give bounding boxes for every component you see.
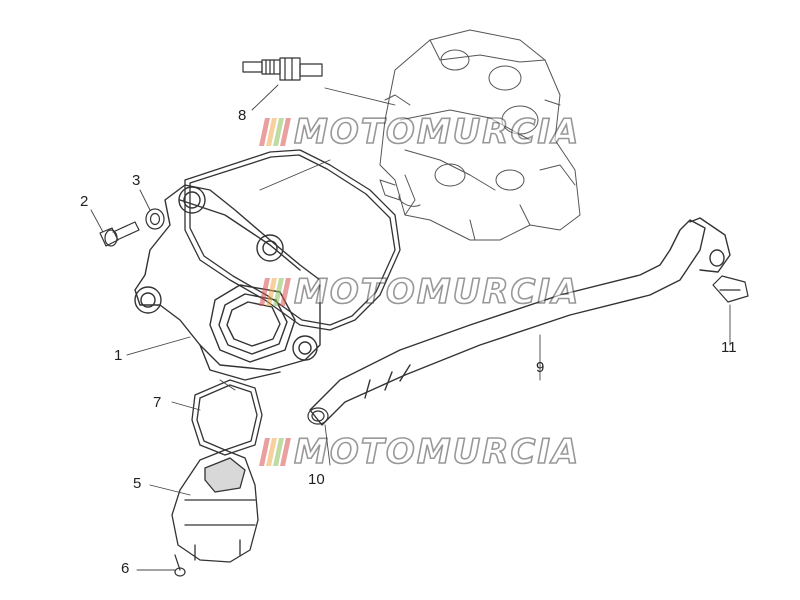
- callout-9: 9: [536, 359, 545, 376]
- valve-cover-gasket: [184, 149, 401, 331]
- callout-8: 8: [238, 107, 247, 124]
- cylinder-head: [379, 29, 581, 241]
- hose-clamp-11: [712, 275, 749, 303]
- watermark: MOTOMURCIA: [259, 431, 581, 473]
- watermark-text: MOTOMURCIA: [293, 431, 581, 473]
- spark-plug: [242, 57, 323, 81]
- valve-cover: [134, 184, 321, 381]
- breather-hose: [309, 217, 731, 426]
- washer: [145, 208, 165, 230]
- callout-1: 1: [114, 347, 123, 364]
- watermark: MOTOMURCIA: [259, 111, 581, 153]
- small-screw: [174, 554, 186, 577]
- callout-7: 7: [153, 394, 162, 411]
- breather-housing: [171, 449, 259, 563]
- bolt: [99, 221, 140, 247]
- hose-clamp-10: [307, 407, 329, 425]
- watermark: MOTOMURCIA: [259, 271, 581, 313]
- callout-10: 10: [308, 471, 325, 488]
- seal-ring: [191, 379, 263, 456]
- watermark-text: MOTOMURCIA: [293, 271, 581, 313]
- callout-5: 5: [133, 475, 142, 492]
- callout-2: 2: [80, 193, 89, 210]
- callout-11: 11: [721, 339, 737, 356]
- leader-lines: [90, 84, 731, 571]
- watermark-text: MOTOMURCIA: [293, 111, 581, 153]
- callout-6: 6: [121, 560, 130, 577]
- callout-3: 3: [132, 172, 141, 189]
